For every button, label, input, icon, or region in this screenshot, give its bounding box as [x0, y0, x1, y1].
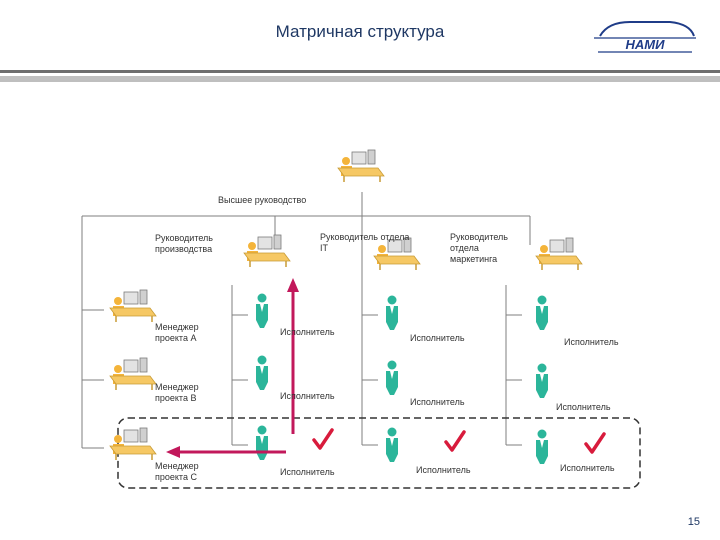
executor-icon: [256, 355, 268, 390]
executor-icon: [536, 295, 548, 330]
project-manager-b-icon: [109, 357, 157, 391]
arrow-left-head: [166, 446, 180, 458]
executor-label: Исполнитель: [560, 463, 615, 473]
executor-icon: [256, 425, 268, 460]
executor-icon: [256, 293, 268, 328]
executor-label: Исполнитель: [416, 465, 471, 475]
arrow-up-head: [287, 278, 299, 292]
marketing-head-icon: [535, 237, 583, 271]
header-rule-light: [0, 76, 720, 82]
executor-label: Исполнитель: [280, 391, 335, 401]
top-manager-label: Высшее руководство: [218, 195, 307, 205]
executor-icon: [386, 360, 398, 395]
executor-label: Исполнитель: [410, 397, 465, 407]
department-head-label: Руководитель отдела IT: [320, 232, 410, 253]
page-number: 15: [687, 516, 700, 528]
top-manager-icon: [337, 149, 385, 183]
nami-logo: НАМИ: [594, 21, 696, 53]
executor-label: Исполнитель: [556, 402, 611, 412]
logo-text: НАМИ: [626, 37, 666, 52]
check-icon: [584, 432, 606, 454]
executor-label: Исполнитель: [280, 467, 335, 477]
check-icon: [312, 428, 334, 450]
executor-label: Исполнитель: [280, 327, 335, 337]
check-icon: [444, 430, 466, 452]
project-manager-label: Менеджер проекта В: [155, 382, 199, 403]
executor-icon: [386, 427, 398, 462]
project-manager-label: Менеджер проекта А: [155, 322, 199, 343]
production-head-icon: [243, 234, 291, 268]
executor-label: Исполнитель: [410, 333, 465, 343]
executor-icon: [536, 363, 548, 398]
project-manager-label: Менеджер проекта С: [155, 461, 199, 482]
project-manager-c-icon: [109, 427, 157, 461]
department-head-label: Руководитель отдела маркетинга: [450, 232, 508, 264]
executor-icon: [536, 429, 548, 464]
header-rule-dark: [0, 70, 720, 73]
arrows: [166, 278, 299, 458]
executor-icon: [386, 295, 398, 330]
slide-title: Матричная структура: [275, 22, 445, 41]
org-lines: [81, 192, 531, 449]
project-manager-a-icon: [109, 289, 157, 323]
executor-label: Исполнитель: [564, 337, 619, 347]
department-head-label: Руководитель производства: [155, 233, 213, 254]
